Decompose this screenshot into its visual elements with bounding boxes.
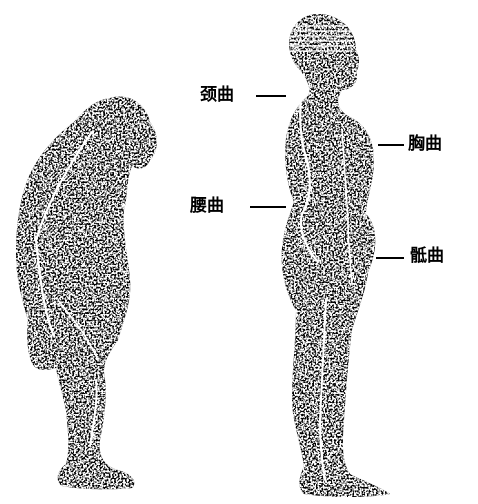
neck-curve-leader [256,95,286,97]
chest-curve-label: 胸曲 [408,136,442,153]
ape-figure [16,96,157,489]
chest-curve-leader [378,144,404,146]
waist-curve-leader [250,206,286,208]
sacral-curve-leader [376,257,404,259]
sacral-curve-label: 骶曲 [410,248,444,265]
neck-curve-label: 颈曲 [200,87,234,104]
human-body-texture [282,14,390,497]
ape-body-texture [16,96,157,489]
waist-curve-label: 腰曲 [190,198,224,215]
human-figure [282,14,390,497]
